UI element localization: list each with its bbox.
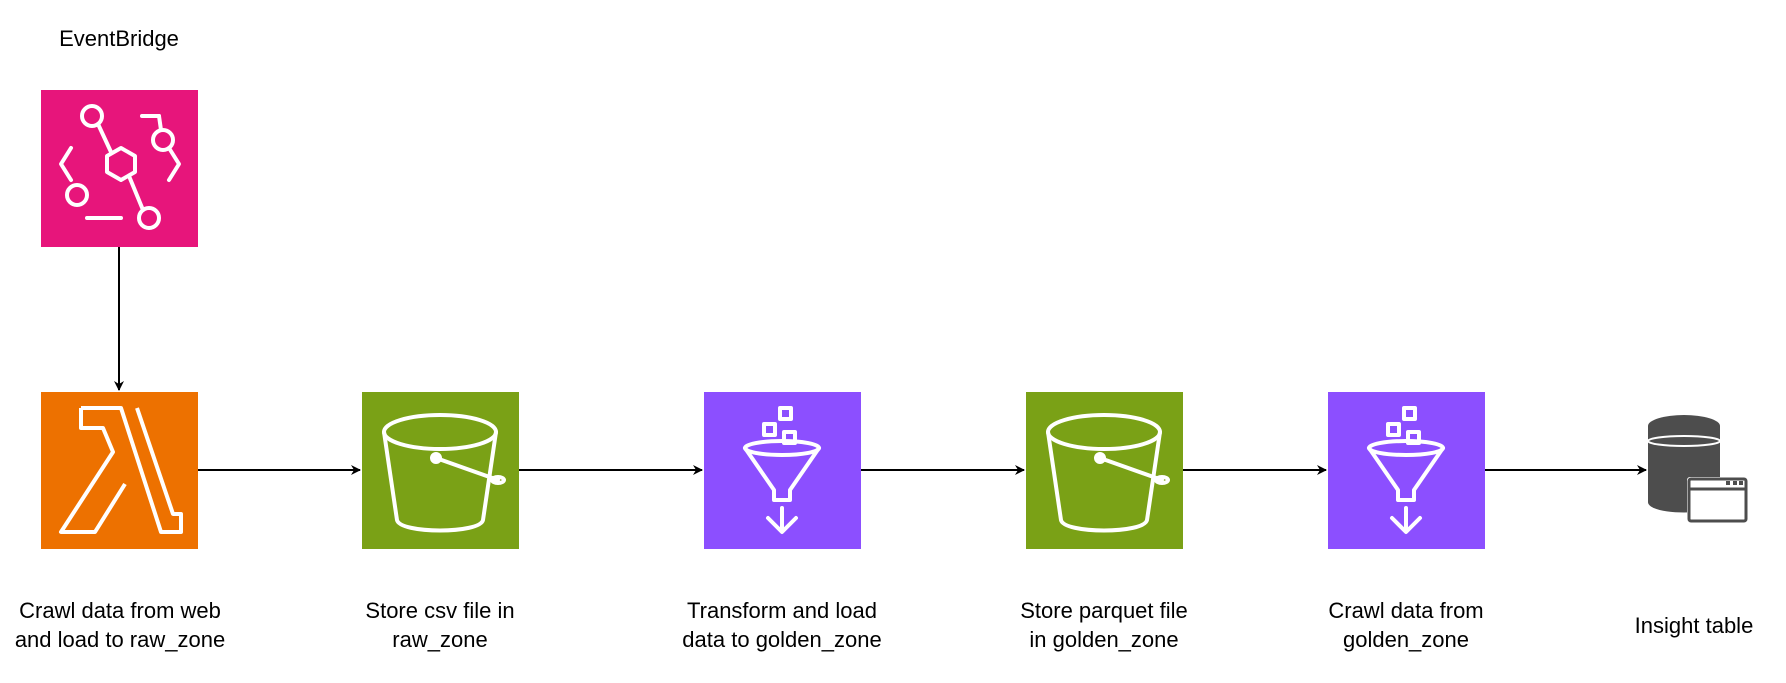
glue-icon xyxy=(1328,392,1485,549)
lambda-icon xyxy=(41,392,198,549)
s3-raw-label: Store csv file in raw_zone xyxy=(365,598,515,652)
insight-table-label: Insight table xyxy=(1634,613,1754,638)
eventbridge-label: EventBridge xyxy=(59,26,179,51)
glue-crawler-node[interactable] xyxy=(1328,392,1485,549)
glue-transform-node[interactable] xyxy=(704,392,861,549)
glue-crawler-label: Crawl data from golden_zone xyxy=(1328,598,1484,652)
glue-icon xyxy=(704,392,861,549)
s3-raw-node[interactable] xyxy=(362,392,519,549)
eventbridge-node[interactable] xyxy=(41,90,198,247)
s3-bucket-icon xyxy=(1026,392,1183,549)
database-table-icon xyxy=(1647,415,1748,523)
lambda-node[interactable] xyxy=(41,392,198,549)
s3-golden-label: Store parquet file in golden_zone xyxy=(1020,598,1188,652)
s3-bucket-icon xyxy=(362,392,519,549)
s3-golden-node[interactable] xyxy=(1026,392,1183,549)
eventbridge-icon xyxy=(41,90,198,247)
glue-transform-label: Transform and load data to golden_zone xyxy=(682,598,882,652)
insight-table-node[interactable] xyxy=(1646,414,1758,526)
lambda-label: Crawl data from web and load to raw_zone xyxy=(14,598,226,652)
